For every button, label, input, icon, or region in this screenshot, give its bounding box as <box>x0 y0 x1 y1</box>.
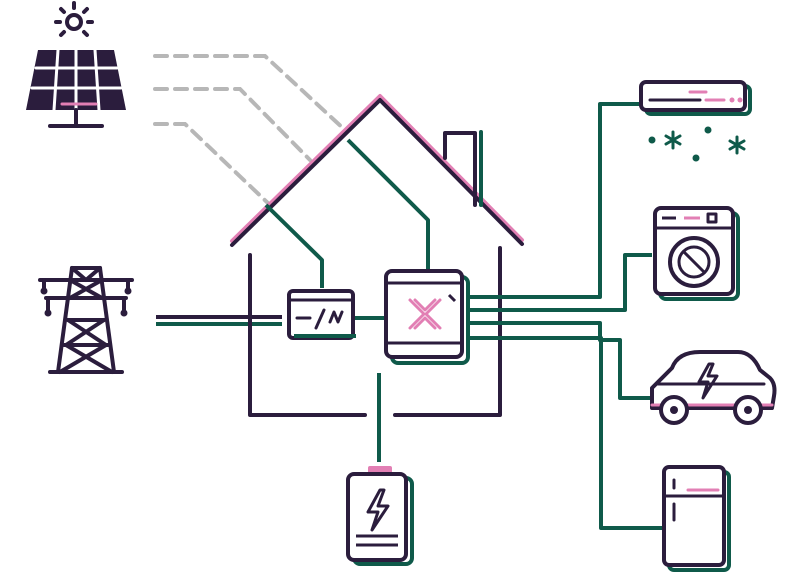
lightning-bolt-icon <box>697 362 719 400</box>
solar-panel-icon <box>26 1 126 128</box>
hub-logo-icon <box>408 298 442 330</box>
snowflake-icon <box>648 126 746 162</box>
energy-hub-icon <box>384 269 470 365</box>
refrigerator-icon <box>662 465 731 572</box>
electric-car-icon <box>650 350 777 425</box>
house-outline-icon <box>230 94 524 417</box>
power-tower-icon <box>38 266 134 374</box>
house-wiring <box>264 138 430 462</box>
grid-feed-lines <box>156 315 282 326</box>
washing-machine-icon <box>653 206 740 301</box>
dc-ac-symbol-icon <box>295 308 344 330</box>
battery-icon <box>346 466 414 566</box>
solar-feed-lines <box>153 54 347 207</box>
chimney-icon <box>443 130 483 207</box>
lightning-bolt-icon <box>366 488 390 532</box>
inverter-icon <box>287 289 356 340</box>
appliance-wiring <box>468 102 662 530</box>
air-conditioner-icon <box>639 80 752 162</box>
sun-icon <box>54 1 94 37</box>
